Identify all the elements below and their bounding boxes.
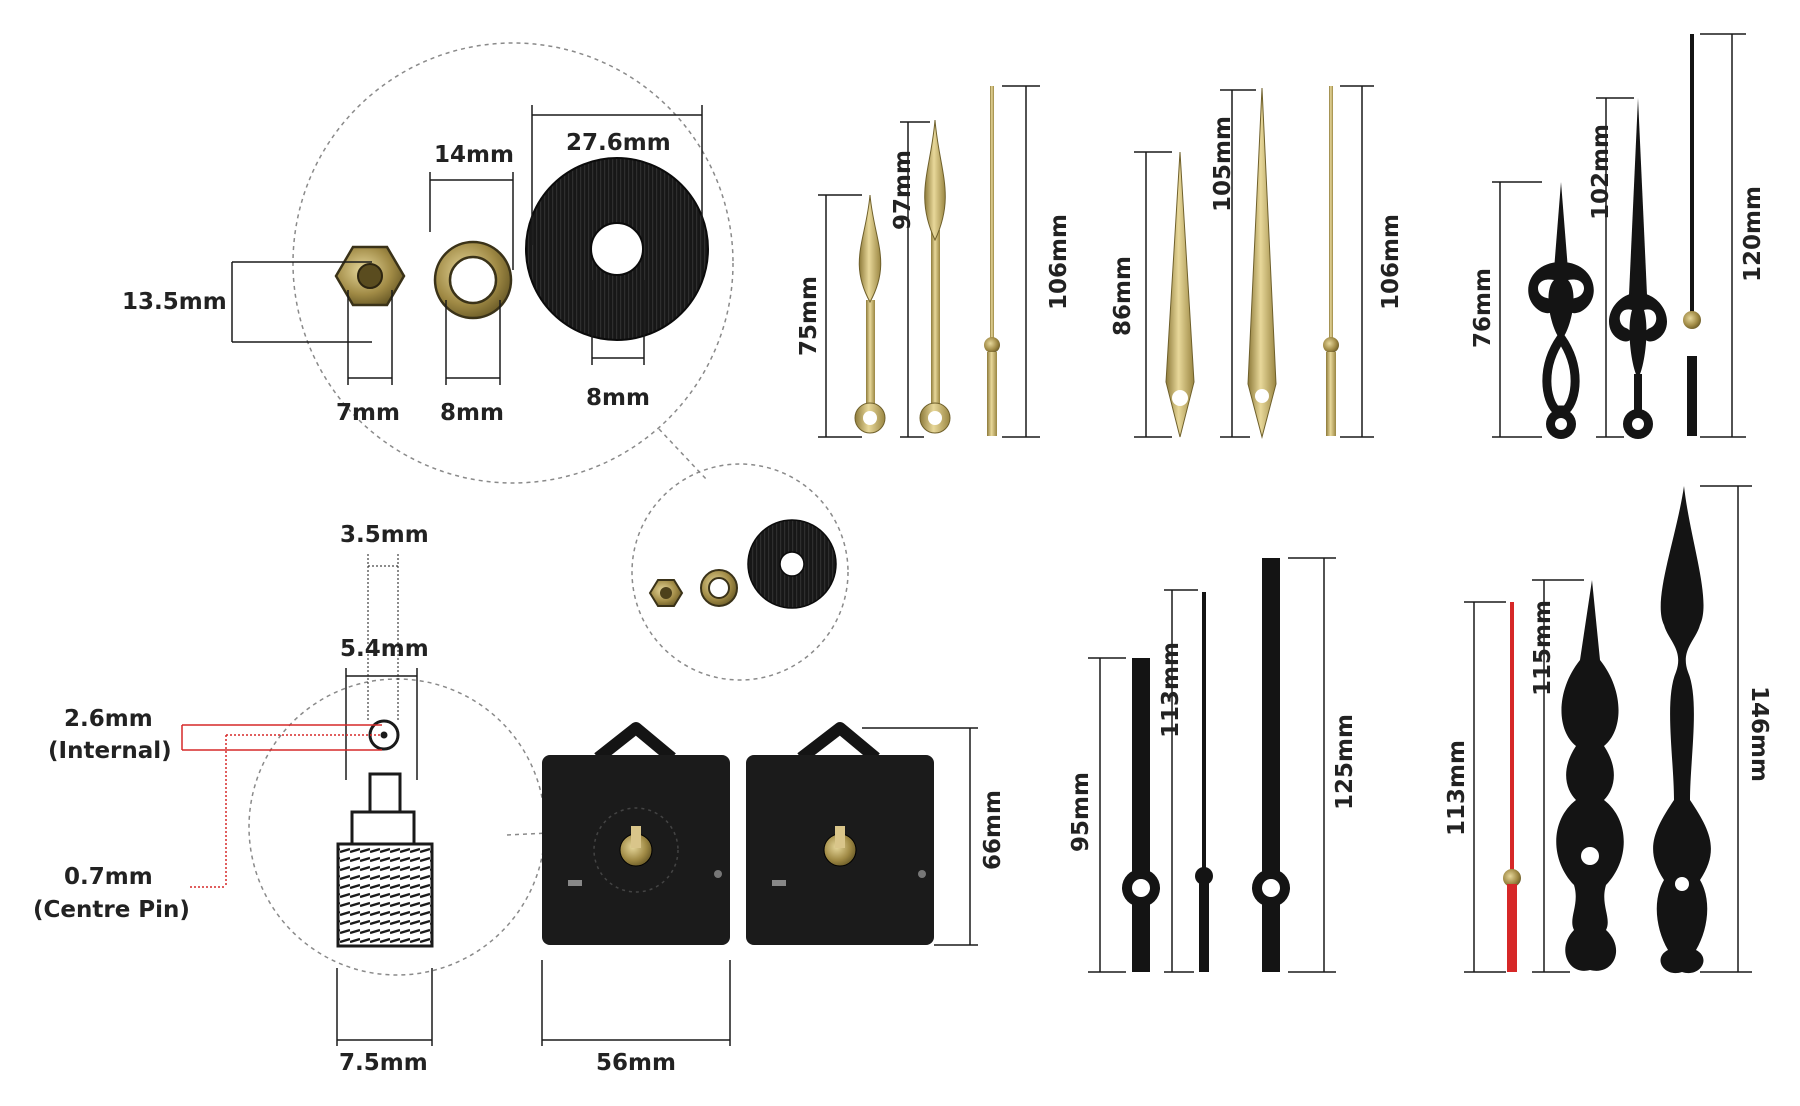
hour-hand-gold-spade — [854, 194, 886, 434]
dim-washer-id — [429, 172, 514, 270]
second-hand-gold-sword — [1323, 86, 1339, 436]
shaft-thread — [336, 842, 434, 948]
movement-front — [542, 722, 730, 945]
hour-hand-black-baton — [1122, 658, 1160, 972]
minute-hand-gold-sword — [1247, 87, 1277, 439]
small-parts-view — [631, 463, 849, 681]
dim-internal — [181, 724, 382, 751]
label-collar: 5.4mm — [340, 636, 429, 662]
minute-hand-black-baton — [1252, 558, 1290, 972]
second-hand-red — [1503, 602, 1521, 972]
hex-nut — [334, 245, 406, 307]
hand-set-gold-sword: 86mm 105mm 106mm — [1110, 85, 1404, 439]
hand-set-black-serpentine: 113mm 115mm 146mm — [1444, 485, 1772, 974]
label-minute-black-baton: 113mm — [1158, 642, 1184, 738]
second-hand-gold-spade — [984, 86, 1000, 436]
label-nut-thread: 7mm — [336, 400, 400, 426]
hand-set-gold-spade: 75mm 97mm 106mm — [796, 85, 1072, 438]
label-disc-bore: 8mm — [586, 385, 650, 411]
label-hour-black-serpentine: 115mm — [1530, 600, 1556, 696]
label-minute-black-serpentine: 146mm — [1746, 686, 1772, 782]
centre-pin-dot — [380, 731, 388, 739]
dim-nut-thread — [347, 290, 393, 385]
brass-washer — [433, 240, 513, 320]
label-washer-id: 14mm — [434, 142, 514, 168]
dims-black-baton — [1088, 557, 1336, 973]
dims-black-ornate — [1492, 33, 1746, 438]
label-tip: 3.5mm — [340, 522, 429, 548]
dims-gold-sword — [1134, 85, 1374, 438]
shaft-detail-group: 3.5mm 5.4mm 2.6mm (Internal) 0.7mm (Cent… — [33, 522, 571, 1076]
movement-group: 66mm 56mm — [541, 722, 1006, 1076]
movement-back — [746, 722, 934, 945]
label-washer-bore: 8mm — [440, 400, 504, 426]
label-second-black-ornate: 120mm — [1740, 186, 1766, 282]
second-hand-black-baton — [1195, 592, 1213, 972]
label-hour-gold-spade: 75mm — [796, 276, 822, 356]
label-nut-height: 13.5mm — [122, 289, 227, 315]
dims-black-serpentine — [1464, 485, 1752, 973]
dim-movement-width — [541, 960, 731, 1046]
shaft-tip — [368, 772, 402, 816]
label-thread: 7.5mm — [339, 1050, 428, 1076]
label-minute-black-ornate: 102mm — [1588, 124, 1614, 220]
label-pin-value: 0.7mm — [64, 864, 153, 890]
label-minute-gold-spade: 97mm — [890, 150, 916, 230]
hand-set-black-baton: 95mm 113mm 125mm — [1068, 557, 1358, 973]
label-second-gold-spade: 106mm — [1046, 214, 1072, 310]
label-hour-black-baton: 95mm — [1068, 772, 1094, 852]
minute-hand-gold-spade — [919, 119, 951, 434]
shaft-collar — [350, 810, 416, 846]
rubber-disc — [525, 157, 709, 341]
dim-movement-height — [862, 727, 978, 946]
hour-hand-black-ornate — [1528, 182, 1594, 439]
label-second-gold-sword: 106mm — [1378, 214, 1404, 310]
minute-hand-black-ornate — [1608, 98, 1668, 439]
label-minute-gold-sword: 105mm — [1210, 116, 1236, 212]
dim-tip — [367, 554, 399, 720]
label-disc-od: 27.6mm — [566, 130, 671, 156]
washer-detail-group: 13.5mm 14mm 27.6mm 7mm 8mm — [122, 42, 734, 484]
dim-thread — [336, 968, 433, 1046]
minute-hand-black-serpentine — [1653, 486, 1711, 974]
dim-disc-bore — [591, 280, 645, 365]
shaft-connector — [506, 831, 571, 836]
label-second-black-baton: 125mm — [1332, 714, 1358, 810]
dims-gold-spade — [818, 85, 1040, 438]
dim-disc-od — [531, 105, 703, 245]
label-internal-value: 2.6mm — [64, 706, 153, 732]
washer-detail-circle — [292, 42, 734, 484]
label-second-black-serpentine: 113mm — [1444, 740, 1470, 836]
hour-hand-black-serpentine — [1556, 580, 1624, 971]
second-hand-black-ornate — [1683, 34, 1701, 436]
label-hour-gold-sword: 86mm — [1110, 256, 1136, 336]
dim-collar — [345, 668, 418, 780]
dim-centre-pin — [190, 734, 380, 888]
label-pin-note: (Centre Pin) — [33, 897, 190, 923]
dim-washer-bore — [445, 300, 501, 385]
label-hour-black-ornate: 76mm — [1470, 268, 1496, 348]
hour-hand-gold-sword — [1165, 151, 1195, 438]
label-internal-note: (Internal) — [48, 738, 172, 764]
label-movement-height: 66mm — [980, 790, 1006, 870]
label-movement-width: 56mm — [596, 1050, 676, 1076]
hand-set-black-ornate: 76mm 102mm 120mm — [1470, 33, 1766, 439]
